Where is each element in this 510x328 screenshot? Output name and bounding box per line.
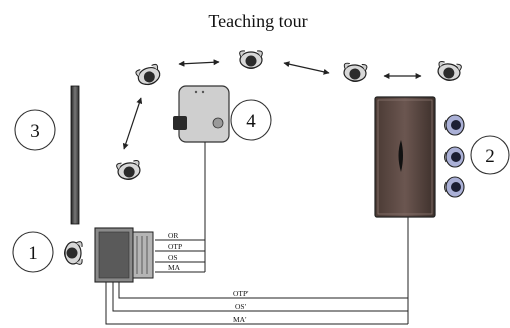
audience-person-2 <box>443 146 465 168</box>
callout-circle-2 <box>470 135 510 175</box>
device <box>173 85 230 143</box>
diagram-title: Teaching tour <box>208 11 307 31</box>
tour-person-2 <box>239 50 263 70</box>
wire-label-or: OR <box>168 231 178 240</box>
tour-arrow-4 <box>122 97 143 150</box>
wire-label-os-prime: OS' <box>235 302 247 311</box>
wire-label-ma-prime: MA' <box>233 315 247 324</box>
tour-arrow-2 <box>283 61 330 75</box>
callout-4: 4 <box>246 111 256 132</box>
tour-person-3 <box>342 62 368 84</box>
callout-circle-4 <box>230 99 272 141</box>
callout-1: 1 <box>28 243 38 264</box>
tour-arrow-1 <box>178 59 220 67</box>
wire-label-ma: MA <box>168 263 181 272</box>
operator-person <box>63 241 83 265</box>
board <box>70 85 80 225</box>
audience-person-3 <box>443 176 465 198</box>
wire-label-os: OS <box>168 253 178 262</box>
callout-2: 2 <box>485 146 495 167</box>
tour-person-5 <box>115 159 143 182</box>
callout-circle-1 <box>12 231 54 273</box>
cabinet <box>374 96 436 218</box>
callout-3: 3 <box>30 121 40 142</box>
tour-person-1 <box>134 62 164 89</box>
long-wires <box>105 217 409 325</box>
short-wires <box>155 142 206 273</box>
console <box>94 227 154 283</box>
wire-label-otp-prime: OTP' <box>233 289 249 298</box>
tour-person-4 <box>435 60 463 83</box>
audience-person-1 <box>443 114 465 136</box>
wire-label-otp: OTP <box>168 242 182 251</box>
callout-circle-3 <box>14 109 56 151</box>
